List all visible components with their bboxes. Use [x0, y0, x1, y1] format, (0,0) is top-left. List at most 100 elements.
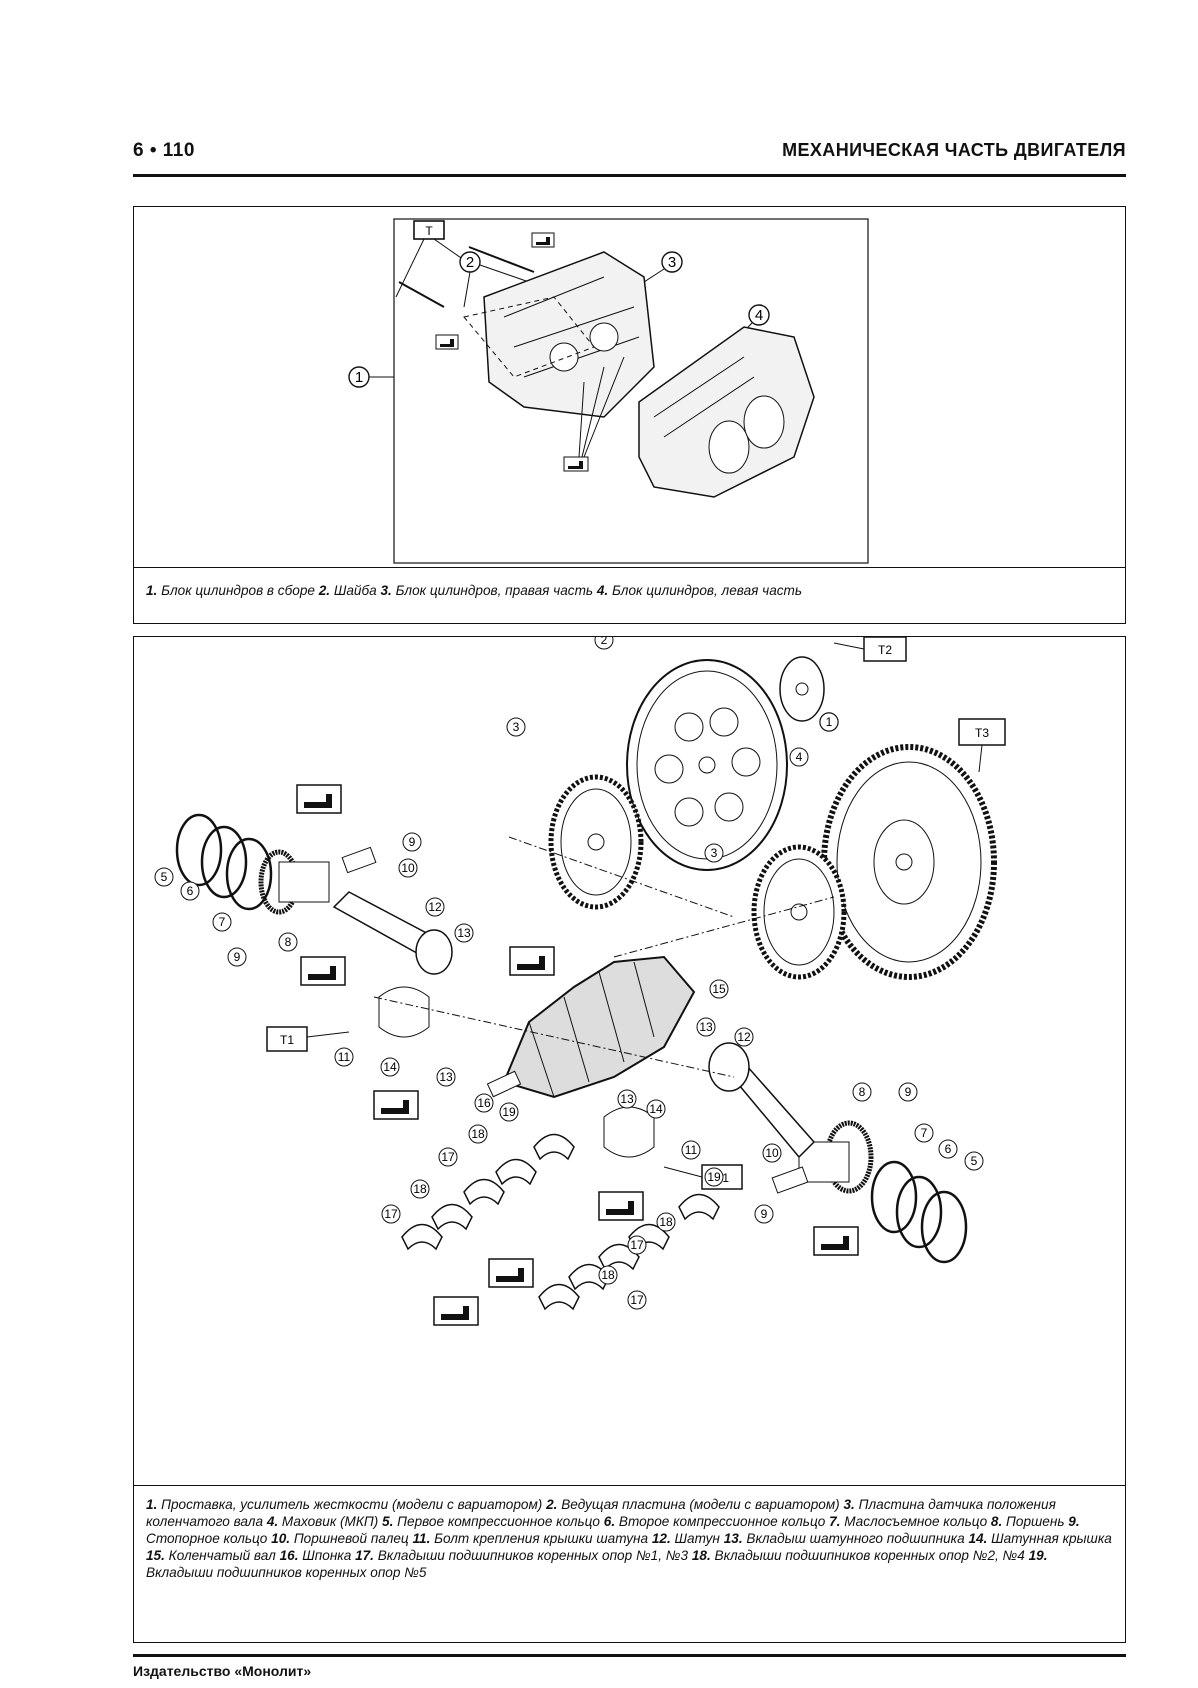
- oil-can-icon: [435, 334, 459, 350]
- svg-text:1: 1: [355, 369, 363, 386]
- bolt-illustration: [398, 246, 535, 308]
- piston-ring-illustration: [870, 1160, 968, 1264]
- spacer-illustration: [779, 656, 825, 722]
- cylinder-block-illustration: 1 T 2 3 4: [348, 218, 869, 564]
- main-bearing-shells-illustration: [401, 1133, 575, 1251]
- rod-cap-illustration: [603, 1106, 655, 1158]
- piston-illustration: [798, 1120, 874, 1194]
- crankshaft-shape: [486, 955, 696, 1099]
- crank-sensor-plate-illustration: [548, 774, 644, 910]
- oil-can-icon: [509, 946, 555, 976]
- oil-can-icon: [531, 232, 555, 248]
- footer-rule: [133, 1654, 1126, 1657]
- fig1-callout-2: 2: [459, 251, 530, 308]
- oil-can-icon: [300, 956, 346, 986]
- torque-label-t2: T2: [833, 637, 907, 662]
- svg-text:8: 8: [859, 1085, 866, 1099]
- svg-text:2: 2: [466, 254, 474, 271]
- svg-text:T: T: [425, 224, 433, 238]
- oil-can-icon: [598, 1191, 644, 1221]
- block-right-half-illustration: [483, 251, 655, 458]
- figure-cylinder-block: 1 T 2 3 4: [133, 206, 1126, 624]
- oil-can-icon: [563, 456, 589, 472]
- svg-text:4: 4: [796, 750, 803, 764]
- piston-ring-illustration: [175, 813, 273, 911]
- figure2-caption: 1. Проставка, усилитель жесткости (модел…: [134, 1485, 1125, 1642]
- svg-text:14: 14: [383, 1060, 397, 1074]
- svg-text:12: 12: [428, 900, 442, 914]
- drive-plate-illustration: [626, 659, 788, 871]
- publisher-footer: Издательство «Монолит»: [133, 1663, 312, 1679]
- svg-text:17: 17: [441, 1150, 455, 1164]
- svg-text:3: 3: [711, 846, 718, 860]
- svg-text:12: 12: [737, 1030, 751, 1044]
- torque-label-t1: T1: [266, 1026, 350, 1052]
- svg-text:11: 11: [338, 1050, 351, 1064]
- connecting-rod-illustration: [708, 1042, 816, 1159]
- crank-sensor-plate-illustration: [751, 844, 847, 980]
- svg-text:2: 2: [601, 637, 608, 647]
- svg-text:8: 8: [285, 935, 292, 949]
- svg-text:1: 1: [826, 715, 833, 729]
- svg-text:T2: T2: [878, 643, 892, 657]
- svg-text:11: 11: [685, 1143, 698, 1157]
- svg-text:13: 13: [620, 1092, 634, 1106]
- svg-text:13: 13: [457, 926, 471, 940]
- svg-text:9: 9: [905, 1085, 912, 1099]
- svg-text:13: 13: [439, 1070, 453, 1084]
- svg-text:4: 4: [755, 307, 763, 324]
- svg-text:18: 18: [659, 1215, 673, 1229]
- figure-crankshaft-assembly: T1 T1 T2 T3 1 2 3 3 4 5 5 6 6 7 7 8 8 9 …: [133, 636, 1126, 1643]
- svg-text:14: 14: [649, 1102, 663, 1116]
- flywheel-illustration: [821, 744, 997, 980]
- svg-text:18: 18: [413, 1182, 427, 1196]
- main-bearing-shells-illustration: [538, 1193, 720, 1311]
- svg-text:7: 7: [921, 1126, 928, 1140]
- svg-text:13: 13: [699, 1020, 713, 1034]
- svg-text:15: 15: [712, 982, 726, 996]
- svg-text:17: 17: [384, 1207, 398, 1221]
- oil-can-icon: [813, 1226, 859, 1256]
- fig2-callouts: 1 2 3 3 4 5 5 6 6 7 7 8 8 9 9 9 9 10 10 …: [154, 637, 984, 1310]
- figure1-caption: 1. Блок цилиндров в сборе 2. Шайба 3. Бл…: [134, 567, 1125, 623]
- block-left-half-illustration: [638, 326, 815, 498]
- oil-can-icon: [488, 1258, 534, 1288]
- rod-cap-illustration: [378, 986, 430, 1038]
- svg-text:16: 16: [477, 1096, 491, 1110]
- header-rule: [133, 174, 1126, 177]
- svg-text:10: 10: [401, 861, 415, 875]
- oil-can-icon: [296, 784, 342, 814]
- section-title: МЕХАНИЧЕСКАЯ ЧАСТЬ ДВИГАТЕЛЯ: [782, 140, 1126, 160]
- svg-text:18: 18: [471, 1127, 485, 1141]
- svg-text:5: 5: [971, 1154, 978, 1168]
- svg-text:5: 5: [161, 870, 168, 884]
- page-number: 6 • 110: [133, 140, 195, 161]
- svg-text:3: 3: [513, 720, 520, 734]
- svg-text:T3: T3: [975, 726, 989, 740]
- piston-pin-illustration: [771, 1166, 809, 1194]
- svg-text:17: 17: [630, 1238, 644, 1252]
- svg-text:19: 19: [502, 1105, 516, 1119]
- svg-text:18: 18: [601, 1268, 615, 1282]
- piston-pin-illustration: [341, 846, 377, 874]
- svg-text:19: 19: [707, 1170, 721, 1184]
- connecting-rod-illustration: [332, 891, 453, 975]
- svg-text:7: 7: [219, 915, 226, 929]
- svg-text:3: 3: [668, 254, 676, 271]
- svg-text:6: 6: [187, 884, 194, 898]
- fig1-callout-1: 1: [348, 366, 394, 388]
- svg-text:T1: T1: [280, 1033, 294, 1047]
- oil-can-icon: [373, 1090, 419, 1120]
- oil-can-icon: [433, 1296, 479, 1326]
- fig1-torque-label: T: [395, 220, 475, 298]
- svg-text:17: 17: [630, 1293, 644, 1307]
- torque-label-t1: T1: [663, 1164, 743, 1190]
- torque-label-t3: T3: [958, 718, 1006, 773]
- crankshaft-illustration: T1 T1 T2 T3 1 2 3 3 4 5 5 6 6 7 7 8 8 9 …: [154, 637, 1006, 1326]
- piston-illustration: [258, 849, 330, 915]
- svg-text:10: 10: [765, 1146, 779, 1160]
- svg-text:9: 9: [761, 1207, 768, 1221]
- svg-text:9: 9: [234, 950, 241, 964]
- assembly-line: [373, 836, 835, 1078]
- svg-text:9: 9: [409, 835, 416, 849]
